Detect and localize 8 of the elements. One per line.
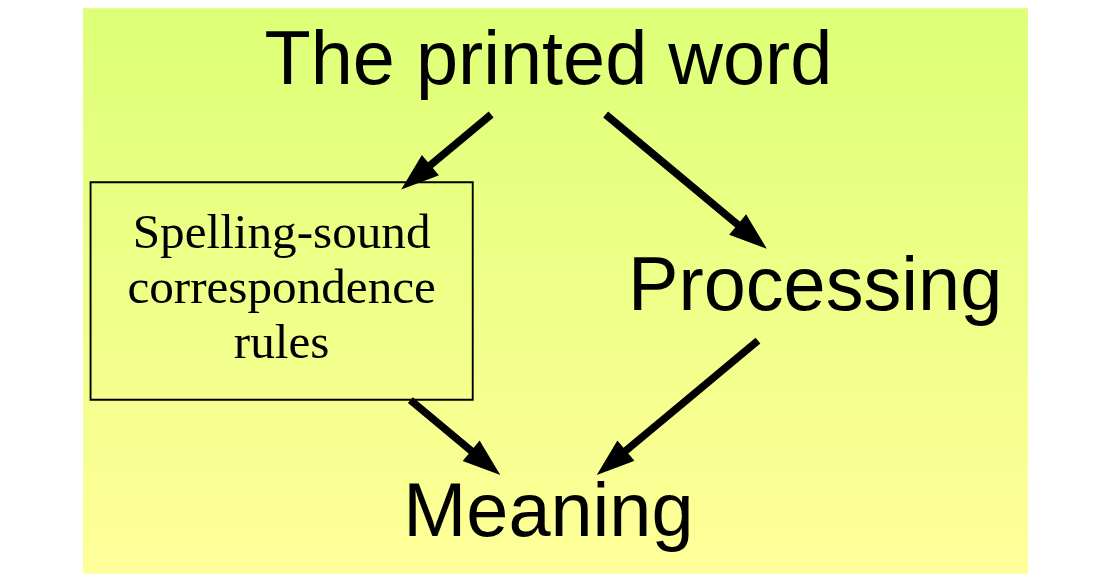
arrow <box>602 111 767 249</box>
node-text: Meaning <box>402 467 694 552</box>
arrow <box>400 111 494 190</box>
node-text: Processing <box>627 240 1002 326</box>
arrow <box>407 397 500 476</box>
node-box: Spelling-sound correspondence rules <box>89 181 474 401</box>
arrow <box>596 337 760 475</box>
node-text: The printed word <box>264 14 832 100</box>
